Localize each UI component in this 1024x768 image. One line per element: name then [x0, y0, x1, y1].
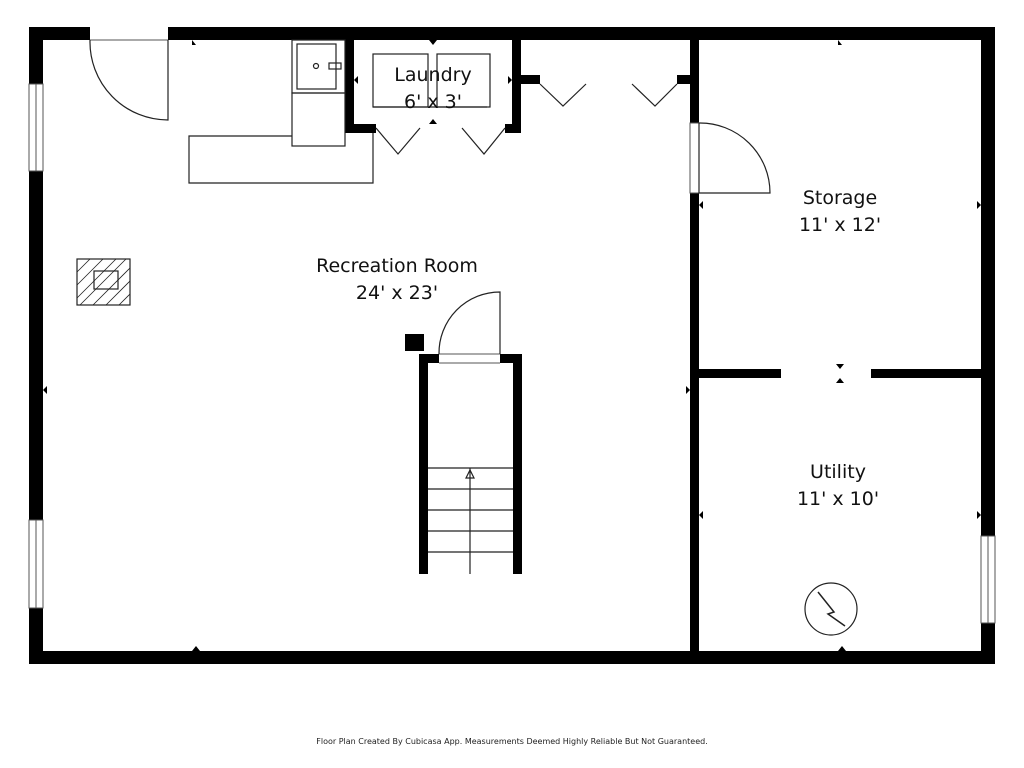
room-name: Storage [802, 187, 878, 209]
room-name: Laundry [394, 64, 472, 86]
room-dims: 11' x 10' [796, 488, 880, 510]
closet-bifold [539, 83, 678, 107]
entry-door [89, 39, 169, 121]
room-name: Recreation Room [316, 255, 478, 277]
storage-door-opening [689, 122, 700, 194]
column [405, 334, 424, 351]
stairs [428, 467, 513, 574]
walls [29, 27, 995, 664]
room-label-laundry: Laundry 6' x 3' [394, 62, 471, 116]
stair-door [438, 291, 501, 355]
sink [296, 43, 337, 90]
room-dims: 24' x 23' [355, 282, 439, 304]
storage-door [698, 122, 771, 194]
room-label-storage: Storage 11' x 12' [799, 185, 881, 239]
footer-disclaimer: Floor Plan Created By Cubicasa App. Meas… [316, 737, 708, 746]
room-label-recreation: Recreation Room 24' x 23' [316, 253, 478, 307]
fireplace [76, 258, 131, 306]
room-label-utility: Utility 11' x 10' [797, 459, 879, 513]
counter [188, 133, 374, 184]
room-name: Utility [810, 461, 866, 483]
room-dims: 6' x 3' [404, 91, 462, 113]
room-dims: 11' x 12' [798, 214, 882, 236]
laundry-bifold [375, 127, 506, 155]
electrical-panel [804, 582, 858, 636]
